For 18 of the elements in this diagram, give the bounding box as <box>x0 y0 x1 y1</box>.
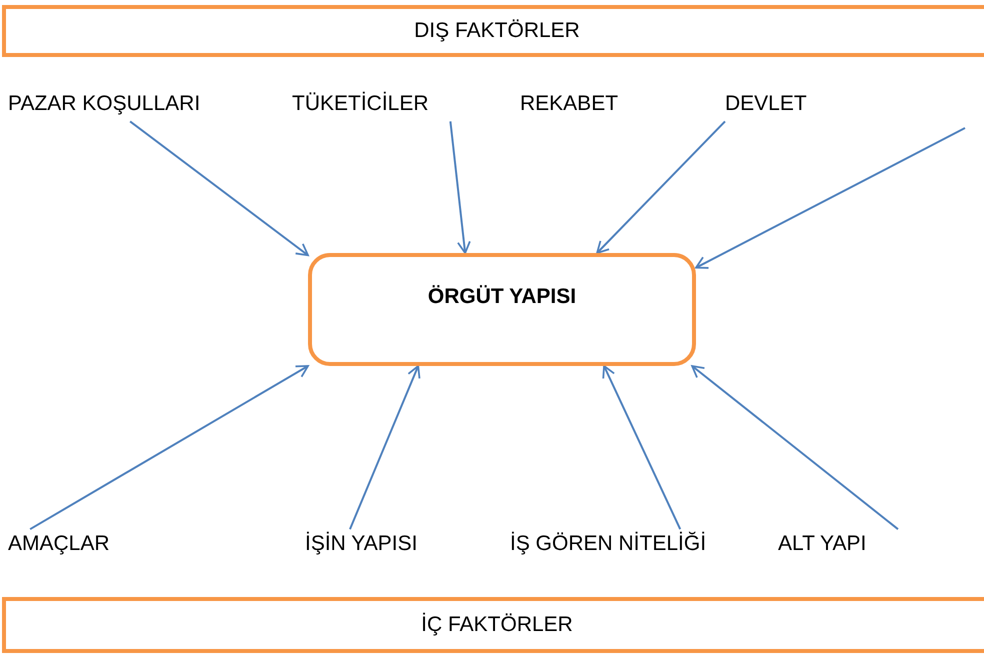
factor-label: PAZAR KOŞULLARI <box>8 92 228 120</box>
factor-label: REKABET <box>520 92 635 120</box>
arrow <box>602 365 682 530</box>
factor-label: İŞİN YAPISI <box>305 532 450 560</box>
arrow <box>349 365 420 530</box>
structure-box: ÖRGÜT YAPISI <box>308 253 696 366</box>
factor-label: AMAÇLAR <box>8 532 138 560</box>
arrow <box>695 127 966 269</box>
arrow <box>449 121 471 254</box>
arrow <box>130 120 309 256</box>
arrow <box>596 120 726 254</box>
factor-label: İŞ GÖREN NİTELİĞİ <box>510 532 740 560</box>
factor-band: İÇ FAKTÖRLER <box>2 597 984 653</box>
arrow <box>691 365 899 530</box>
factor-label: DEVLET <box>725 92 820 120</box>
factor-label: ALT YAPI <box>778 532 898 560</box>
factor-label: TÜKETİCİLER <box>292 92 452 120</box>
factor-band: DIŞ FAKTÖRLER <box>2 5 984 57</box>
